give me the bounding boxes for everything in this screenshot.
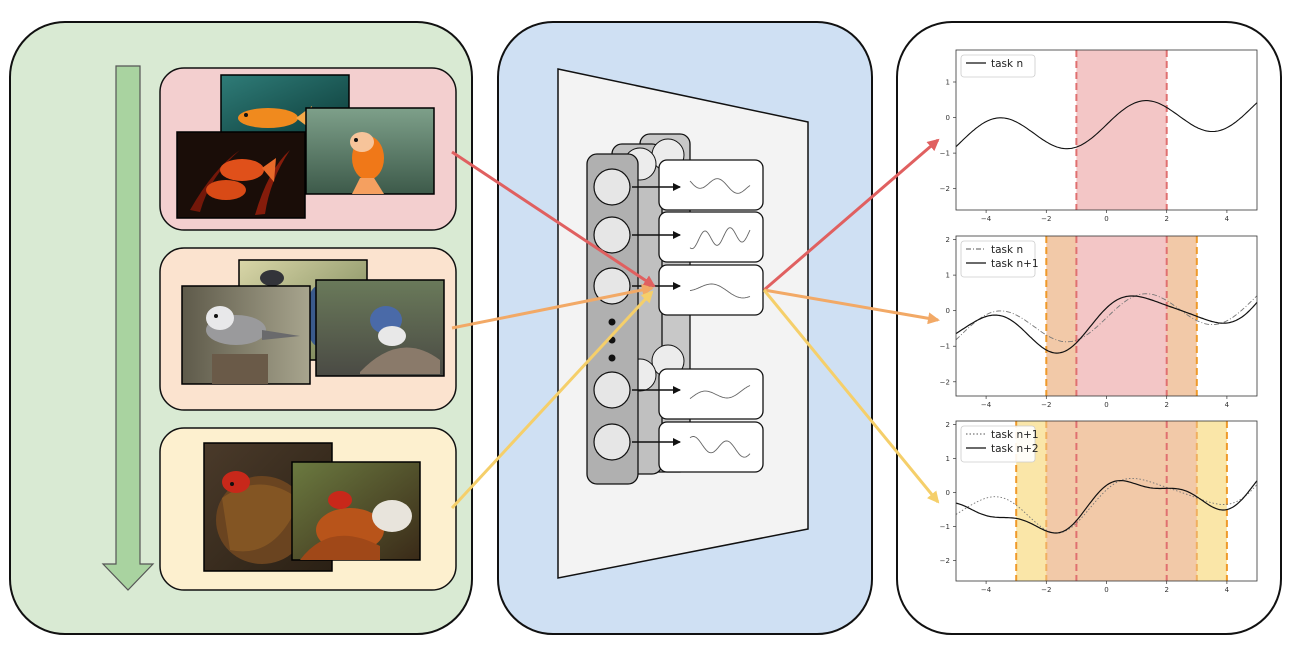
x-tick-label: 2 [1164, 586, 1168, 594]
legend-label: task n+1 [991, 429, 1039, 441]
task-3-to-model-arrow [450, 290, 654, 510]
function-box [658, 211, 764, 263]
function-curve [689, 283, 751, 299]
plot-legend: task n [960, 54, 1036, 78]
x-tick-label: 4 [1225, 215, 1230, 223]
legend-label: task n+1 [991, 258, 1039, 270]
x-tick-label: −4 [981, 586, 992, 594]
x-tick-label: 0 [1104, 401, 1108, 409]
function-curve [689, 385, 751, 400]
regression-curve [955, 100, 1258, 150]
legend-label: task n [991, 244, 1023, 256]
regression-curve [955, 480, 1258, 534]
x-tick-label: 0 [1104, 215, 1108, 223]
model-to-plot-3-arrow [762, 289, 940, 504]
task-2-to-model-arrow [451, 284, 654, 330]
y-tick-label: −2 [940, 557, 950, 565]
y-tick-label: −2 [940, 378, 950, 386]
plot-legend: task n+1 task n+2 [960, 425, 1039, 463]
y-tick-label: −2 [940, 185, 950, 193]
goldfish-photo [176, 74, 435, 219]
task-arrows [450, 138, 940, 510]
task-1-to-model-arrow [451, 150, 656, 288]
function-curve [689, 227, 751, 250]
chicken-photo [203, 442, 421, 572]
x-tick-label: 4 [1225, 401, 1230, 409]
function-curve [689, 178, 751, 194]
task-region-band [1076, 236, 1167, 396]
plot-3: −4 −2 0 2 4 2 1 0 −1 −2 task n+1 task n+2 [940, 420, 1258, 594]
task-region-band [1076, 50, 1167, 210]
x-tick-label: 2 [1164, 401, 1168, 409]
regression-curve [955, 293, 1258, 343]
y-tick-label: 0 [946, 114, 950, 122]
y-tick-label: 0 [946, 489, 950, 497]
y-tick-label: 1 [946, 79, 950, 87]
y-tick-label: 1 [946, 455, 950, 463]
y-tick-label: 1 [946, 272, 950, 280]
plot-2: −4 −2 0 2 4 2 1 0 −1 −2 task n task n+1 [940, 235, 1258, 409]
y-tick-label: −1 [940, 343, 950, 351]
x-tick-label: −2 [1041, 586, 1051, 594]
regression-curve [955, 477, 1258, 534]
y-tick-label: 2 [946, 236, 950, 244]
function-boxes [632, 159, 764, 473]
function-curve [689, 436, 751, 458]
y-tick-label: −1 [940, 523, 950, 531]
down-arrow-icon [101, 65, 155, 591]
legend-label: task n [991, 58, 1023, 70]
y-tick-label: −1 [940, 150, 950, 158]
x-tick-label: 2 [1164, 215, 1168, 223]
model-to-plot-1-arrow [763, 138, 940, 292]
y-tick-label: 2 [946, 421, 950, 429]
function-box [658, 159, 764, 211]
function-box [658, 368, 764, 420]
model-to-plot-2-arrow [763, 288, 940, 325]
neuron-circles [593, 168, 631, 461]
x-tick-label: 4 [1225, 586, 1230, 594]
x-tick-label: −4 [981, 401, 992, 409]
function-box [658, 264, 764, 316]
bird-photo [181, 259, 445, 385]
task-region-band [1046, 421, 1197, 581]
y-tick-label: 0 [946, 307, 950, 315]
legend-label: task n+2 [991, 443, 1039, 455]
x-tick-label: −2 [1041, 215, 1051, 223]
x-tick-label: −4 [981, 215, 992, 223]
x-tick-label: 0 [1104, 586, 1108, 594]
plot-1: −4 −2 0 2 4 1 0 −1 −2 task n [940, 49, 1258, 223]
plot-legend: task n task n+1 [960, 240, 1039, 278]
regression-curve [955, 295, 1258, 354]
function-box [658, 421, 764, 473]
x-tick-label: −2 [1041, 401, 1051, 409]
